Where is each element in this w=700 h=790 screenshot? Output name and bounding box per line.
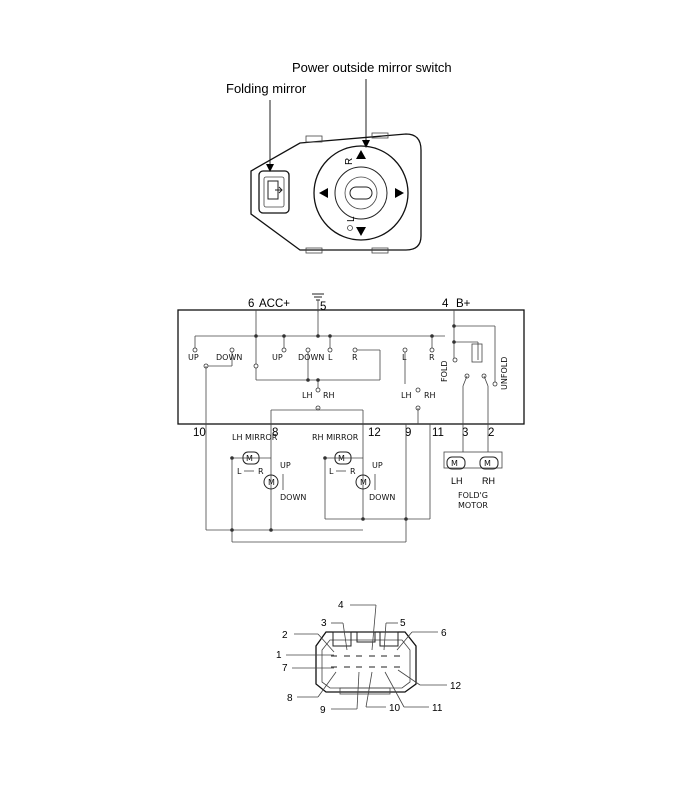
svg-text:R: R <box>258 467 264 476</box>
svg-text:UP: UP <box>272 353 283 362</box>
lh-mirror-title: LH MIRROR <box>232 433 278 442</box>
arrow-up-icon <box>356 150 366 159</box>
fold-motor-loop <box>443 451 503 469</box>
terminal-9: 9 <box>405 427 411 439</box>
svg-text:L: L <box>328 353 333 362</box>
svg-text:M: M <box>360 478 367 487</box>
arrow-down-icon <box>356 227 366 236</box>
svg-text:M: M <box>451 459 458 468</box>
arrow-left-icon <box>319 188 328 198</box>
svg-text:FOLD: FOLD <box>440 360 449 382</box>
mirror-switch-ring[interactable] <box>313 145 409 241</box>
terminal-11: 11 <box>432 427 444 439</box>
svg-text:M: M <box>268 478 275 487</box>
switch-callout: Power outside mirror switch <box>292 60 452 75</box>
terminal-2: 2 <box>488 427 494 439</box>
mirror-knob-slot <box>349 186 373 200</box>
svg-text:UP: UP <box>188 353 199 362</box>
pin-3: 3 <box>321 618 327 629</box>
fold-mirror-icon <box>267 180 279 200</box>
l-indicator-icon <box>347 225 353 231</box>
svg-text:R: R <box>350 467 356 476</box>
housing-tab <box>305 247 323 254</box>
pin-7: 7 <box>282 663 288 674</box>
svg-text:R: R <box>352 353 358 362</box>
rh-v-motor <box>355 474 371 490</box>
svg-text:R: R <box>429 353 435 362</box>
terminal-b-plus: B+ <box>456 298 471 310</box>
terminal-8: 8 <box>272 427 278 439</box>
knob-r-label: R <box>344 158 355 165</box>
terminal-acc: ACC+ <box>259 298 290 310</box>
lh-fold-motor <box>446 456 466 470</box>
svg-text:M: M <box>484 459 491 468</box>
svg-text:DOWN: DOWN <box>369 493 395 502</box>
svg-text:L: L <box>402 353 407 362</box>
svg-text:DOWN: DOWN <box>280 493 306 502</box>
connector-latch <box>379 631 399 647</box>
switch-leader-arrow <box>362 140 370 148</box>
terminal-3: 3 <box>462 427 468 439</box>
svg-text:M: M <box>338 454 345 463</box>
svg-text:RH: RH <box>424 391 436 400</box>
pin-6: 6 <box>441 628 447 639</box>
arrow-right-icon <box>395 188 404 198</box>
terminal-12: 12 <box>368 427 381 439</box>
terminal-6: 6 <box>248 298 254 310</box>
pin-1: 1 <box>276 650 282 661</box>
pin-10: 10 <box>389 703 401 714</box>
svg-text:RH: RH <box>482 476 495 486</box>
svg-text:LH: LH <box>401 391 411 400</box>
connector-housing <box>315 631 417 693</box>
svg-text:UP: UP <box>280 461 291 470</box>
svg-text:DOWN: DOWN <box>298 353 324 362</box>
rh-fold-motor <box>479 456 499 470</box>
housing-tab <box>371 132 389 139</box>
svg-text:L: L <box>237 467 242 476</box>
terminal-5: 5 <box>320 301 326 313</box>
housing-tab <box>305 135 323 143</box>
svg-text:LH: LH <box>302 391 312 400</box>
rh-mirror-title: RH MIRROR <box>312 433 359 442</box>
pin-11: 11 <box>432 703 443 714</box>
connector-diagram: 1 2 3 4 5 6 7 8 9 10 11 12 <box>276 600 462 716</box>
svg-text:DOWN: DOWN <box>216 353 242 362</box>
svg-text:UNFOLD: UNFOLD <box>500 357 509 390</box>
lh-h-motor <box>242 451 260 465</box>
pin-12: 12 <box>450 681 462 692</box>
mirror-knob[interactable] <box>334 166 388 220</box>
connector-latch <box>356 631 376 643</box>
fold-button-inner <box>263 176 285 208</box>
schematic: 6 ACC+ 5 4 B+ 10 8 12 9 11 3 2 <box>177 293 525 543</box>
svg-text:MOTOR: MOTOR <box>458 501 488 510</box>
pin-5: 5 <box>400 618 406 629</box>
housing-tab <box>371 247 389 254</box>
folding-mirror-callout: Folding mirror <box>226 81 307 96</box>
pin-2: 2 <box>282 630 288 641</box>
mirror-knob-center <box>344 176 378 210</box>
svg-text:LH: LH <box>451 476 463 486</box>
pin-9: 9 <box>320 705 326 716</box>
connector-latch <box>332 631 352 647</box>
switch-illustration: Power outside mirror switch Folding mirr… <box>226 60 452 254</box>
pin-4: 4 <box>338 600 344 611</box>
switch-box <box>177 309 525 425</box>
fold-button[interactable] <box>258 170 290 214</box>
terminal-10: 10 <box>193 427 206 439</box>
svg-text:RH: RH <box>323 391 335 400</box>
switch-housing <box>250 133 422 251</box>
svg-text:M: M <box>246 454 253 463</box>
svg-text:UP: UP <box>372 461 383 470</box>
lh-v-motor <box>263 474 279 490</box>
pin-8: 8 <box>287 693 293 704</box>
rh-h-motor <box>334 451 352 465</box>
terminal-4: 4 <box>442 298 449 310</box>
svg-text:L: L <box>329 467 334 476</box>
folding-leader-arrow <box>266 164 274 172</box>
knob-l-label: L <box>346 216 357 222</box>
fold-arrow-icon <box>275 186 283 194</box>
svg-text:FOLD'G: FOLD'G <box>458 491 488 500</box>
